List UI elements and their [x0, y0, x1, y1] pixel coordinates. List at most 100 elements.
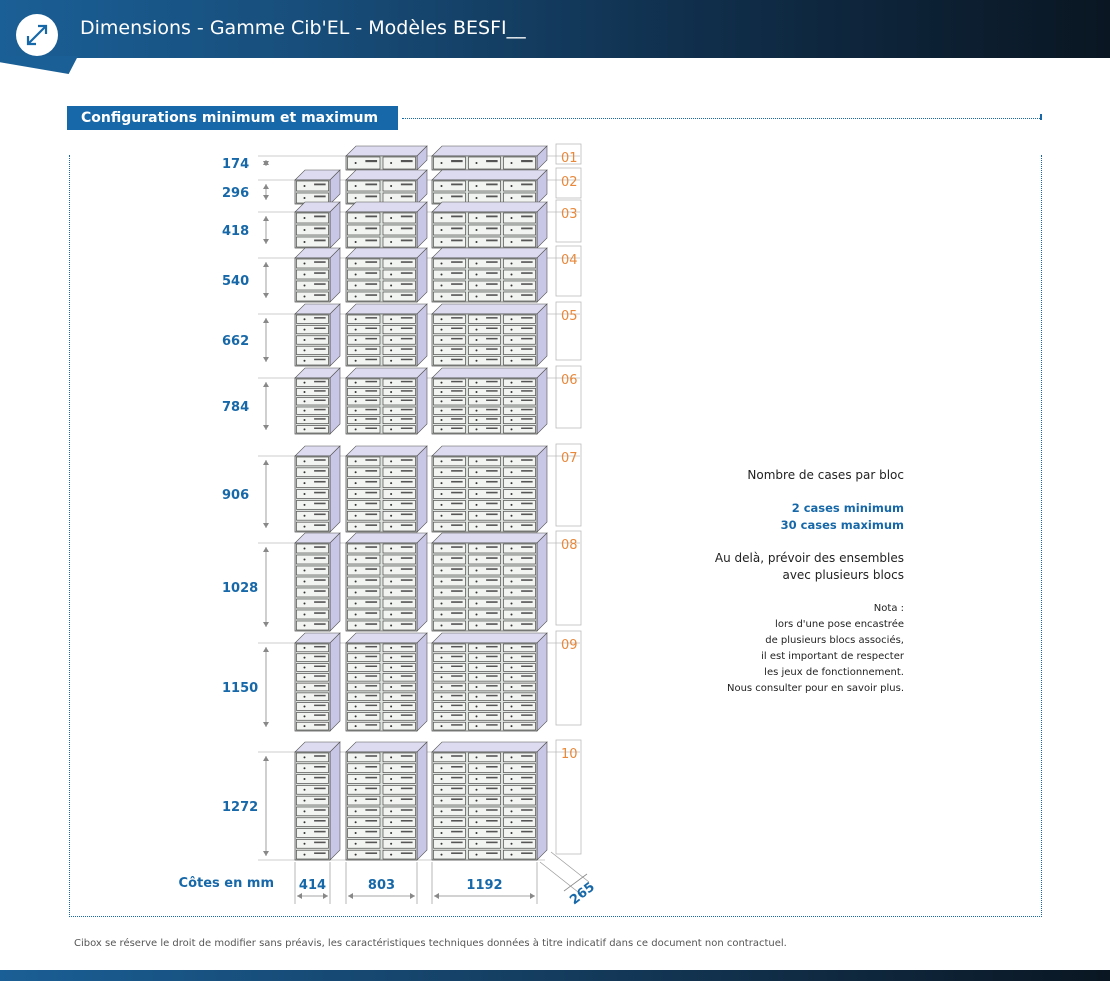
mailbox-door	[468, 345, 501, 355]
mailbox-door	[347, 356, 381, 366]
mailbox-door	[296, 712, 329, 721]
door-lock	[510, 788, 513, 791]
depth-dimension-line	[563, 873, 588, 892]
door-slot	[365, 358, 378, 361]
door-slot	[521, 358, 533, 361]
mailbox-door	[468, 416, 501, 424]
mailbox-door	[433, 620, 466, 631]
mailbox-door	[296, 467, 329, 478]
door-lock	[390, 788, 393, 791]
mailbox-door	[296, 314, 329, 324]
door-slot	[365, 283, 378, 285]
door-slot	[314, 327, 326, 330]
door-slot	[521, 261, 533, 263]
block-side-face	[329, 303, 341, 367]
door-lock	[440, 339, 443, 341]
row-number: 06	[561, 373, 578, 388]
door-lock	[440, 318, 443, 321]
mailbox-door	[382, 456, 416, 467]
mailbox-door	[296, 356, 329, 366]
mailbox-door	[347, 554, 381, 565]
mailbox-door	[347, 378, 381, 387]
block-row-08-1col	[294, 532, 341, 632]
door-slot	[486, 390, 498, 392]
mailbox-door	[468, 500, 501, 510]
mailbox-door	[468, 598, 501, 609]
door-lock	[475, 197, 478, 199]
door-slot	[451, 195, 463, 198]
door-slot	[486, 183, 498, 186]
mailbox-door	[347, 565, 381, 576]
depth-extension-line	[550, 851, 590, 883]
door-slot	[365, 830, 378, 833]
mailbox-door	[296, 280, 329, 291]
door-lock	[440, 419, 443, 421]
door-lock	[390, 821, 393, 824]
door-slot	[451, 645, 463, 648]
door-lock	[390, 381, 393, 384]
door-slot	[451, 491, 463, 494]
door-slot	[314, 557, 326, 559]
height-label: 174	[222, 157, 249, 172]
mailbox-door	[382, 425, 416, 434]
door-lock	[354, 295, 357, 298]
door-slot	[365, 524, 378, 526]
door-slot	[486, 294, 498, 296]
mailbox-door	[296, 692, 329, 701]
mailbox-door	[503, 785, 536, 795]
door-lock	[303, 381, 306, 384]
door-lock	[354, 788, 357, 791]
door-lock	[390, 842, 393, 845]
mailbox-door	[503, 554, 536, 565]
door-slot	[365, 675, 378, 677]
mailbox-door	[433, 500, 466, 510]
dimension-arrow	[263, 195, 269, 200]
mailbox-door	[382, 565, 416, 576]
mailbox-door	[347, 702, 381, 711]
mailbox-door	[468, 752, 501, 763]
door-slot	[486, 380, 498, 383]
door-lock	[303, 666, 306, 669]
door-lock	[475, 821, 478, 824]
door-slot	[365, 327, 378, 330]
block-top-face	[345, 247, 428, 259]
mailbox-door	[382, 236, 416, 248]
door-slot	[521, 841, 533, 844]
mailbox-door	[296, 565, 329, 576]
door-lock	[510, 409, 513, 412]
door-lock	[475, 591, 478, 594]
door-slot	[365, 459, 378, 461]
door-slot	[521, 787, 533, 790]
door-slot	[451, 766, 463, 768]
door-lock	[475, 853, 478, 856]
block-side-face	[536, 532, 548, 632]
door-slot	[486, 809, 498, 811]
mailbox-door	[503, 236, 536, 248]
door-slot	[521, 183, 533, 186]
mailbox-door	[347, 774, 381, 784]
door-slot	[314, 459, 326, 461]
mailbox-door	[468, 510, 501, 521]
door-slot	[314, 524, 326, 526]
door-slot	[365, 390, 378, 392]
door-slot	[521, 337, 533, 340]
mailbox-door	[347, 456, 381, 467]
door-lock	[440, 460, 443, 463]
block-top-face	[345, 532, 428, 544]
door-lock	[440, 558, 443, 561]
door-lock	[475, 391, 478, 393]
dimension-arrow	[263, 216, 269, 221]
door-lock	[390, 419, 393, 421]
door-lock	[510, 349, 513, 352]
mailbox-door	[347, 280, 381, 291]
mailbox-door	[382, 752, 416, 763]
mailbox-door	[382, 817, 416, 827]
block-side-face	[329, 532, 341, 632]
mailbox-door	[503, 356, 536, 366]
door-lock	[354, 162, 357, 164]
mailbox-door	[382, 663, 416, 672]
door-slot	[486, 798, 498, 800]
mailbox-door	[296, 817, 329, 827]
door-lock	[475, 569, 478, 572]
mailbox-door	[433, 609, 466, 620]
